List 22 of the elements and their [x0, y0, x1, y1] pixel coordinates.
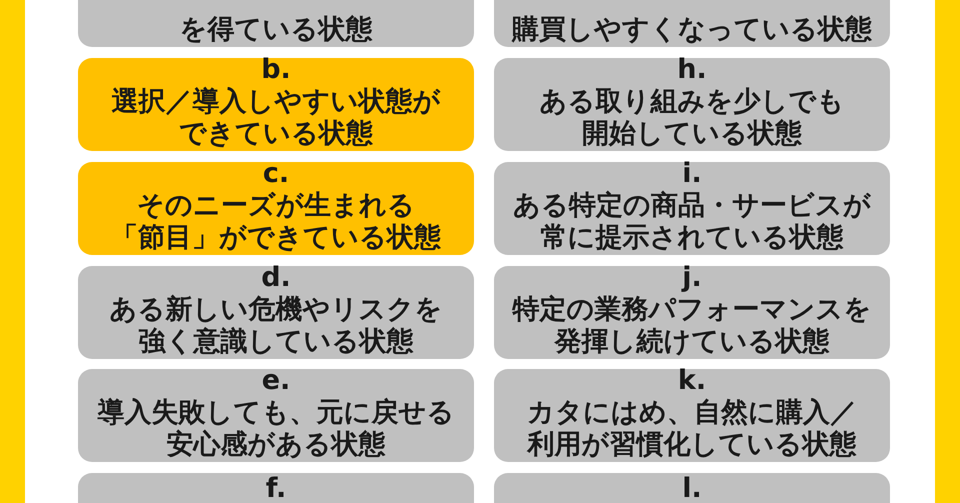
- item-letter: e.: [262, 365, 290, 397]
- state-text: カタにはめ、自然に購入／利用が習慣化している状態: [527, 397, 857, 461]
- highlighted-state-box: [78, 58, 474, 151]
- item-letter: b.: [261, 54, 291, 86]
- state-box: [78, 266, 474, 359]
- state-text: 購買しやすくなっている状態: [512, 14, 872, 46]
- state-text: l.: [682, 473, 702, 503]
- state-box: [494, 58, 890, 151]
- item-letter: d.: [261, 262, 291, 294]
- item-letter: h.: [677, 54, 707, 86]
- state-box: [494, 162, 890, 255]
- item-letter: j.: [682, 262, 702, 294]
- state-text: f.: [266, 473, 286, 503]
- state-box: [494, 369, 890, 462]
- item-letter: i.: [682, 158, 702, 190]
- state-box: [494, 266, 890, 359]
- state-box: [78, 369, 474, 462]
- item-letter: c.: [262, 158, 290, 190]
- state-text: 導入失敗しても、元に戻せる安心感がある状態: [98, 397, 454, 461]
- state-text: を得ている状態: [180, 14, 372, 46]
- highlighted-state-box: [78, 162, 474, 255]
- item-letter: k.: [678, 365, 706, 397]
